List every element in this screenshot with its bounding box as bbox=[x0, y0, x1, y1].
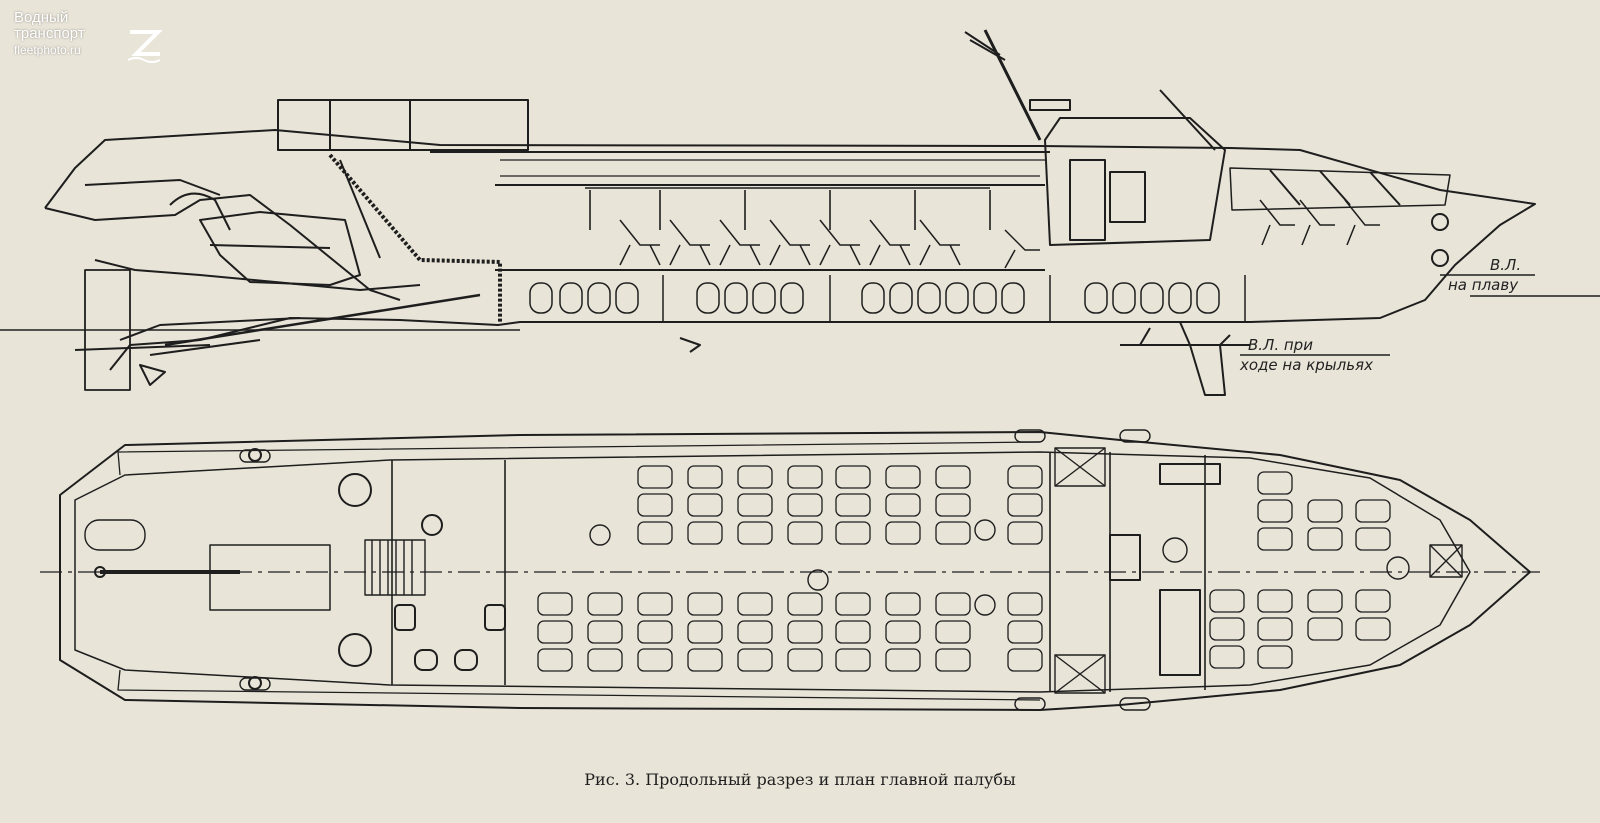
seat bbox=[637, 620, 673, 644]
seat bbox=[687, 592, 723, 616]
seat bbox=[885, 592, 921, 616]
longitudinal-section bbox=[0, 29, 1600, 396]
seat bbox=[1355, 589, 1391, 613]
seat bbox=[935, 648, 971, 672]
seat bbox=[885, 648, 921, 672]
seat bbox=[1355, 527, 1391, 551]
seat bbox=[835, 648, 871, 672]
seat bbox=[687, 521, 723, 545]
seat bbox=[1007, 592, 1043, 616]
seat bbox=[1007, 521, 1043, 545]
seat bbox=[1209, 645, 1245, 669]
seat bbox=[1007, 620, 1043, 644]
seat bbox=[1007, 648, 1043, 672]
seat bbox=[537, 648, 573, 672]
seat bbox=[687, 493, 723, 517]
seat bbox=[835, 493, 871, 517]
passenger-seats bbox=[537, 465, 1391, 672]
seat bbox=[1257, 499, 1293, 523]
seat bbox=[637, 493, 673, 517]
seat bbox=[1355, 499, 1391, 523]
seat bbox=[935, 521, 971, 545]
seat bbox=[935, 465, 971, 489]
watermark-line-1: Водный bbox=[14, 9, 69, 26]
seat bbox=[687, 465, 723, 489]
seat bbox=[935, 592, 971, 616]
seat bbox=[1355, 617, 1391, 641]
seat bbox=[1209, 617, 1245, 641]
seat bbox=[687, 648, 723, 672]
waterline-foils-label-1: В.Л. при bbox=[1248, 336, 1313, 354]
seat bbox=[787, 648, 823, 672]
seat bbox=[1257, 617, 1293, 641]
seat bbox=[935, 620, 971, 644]
seat bbox=[637, 592, 673, 616]
seat bbox=[637, 521, 673, 545]
seat bbox=[1257, 589, 1293, 613]
seat bbox=[687, 620, 723, 644]
waterline-afloat-label-1: В.Л. bbox=[1490, 256, 1522, 274]
seat bbox=[1007, 493, 1043, 517]
seat bbox=[737, 493, 773, 517]
seat bbox=[1257, 645, 1293, 669]
seat bbox=[737, 648, 773, 672]
seat bbox=[587, 592, 623, 616]
seat bbox=[885, 620, 921, 644]
watermark: Водный транспорт fleetphoto.ru bbox=[14, 9, 162, 63]
waterline-afloat-label-2: на плаву bbox=[1448, 276, 1519, 294]
seat bbox=[835, 521, 871, 545]
seat bbox=[787, 521, 823, 545]
seat bbox=[787, 620, 823, 644]
seat bbox=[1007, 465, 1043, 489]
seat bbox=[885, 493, 921, 517]
watermark-line-3: fleetphoto.ru bbox=[14, 43, 81, 57]
seat bbox=[737, 521, 773, 545]
seat bbox=[537, 592, 573, 616]
seat bbox=[935, 493, 971, 517]
seat bbox=[1307, 589, 1343, 613]
seat bbox=[835, 465, 871, 489]
seat bbox=[787, 592, 823, 616]
seat bbox=[787, 493, 823, 517]
seat bbox=[587, 620, 623, 644]
seat bbox=[637, 465, 673, 489]
seat bbox=[885, 521, 921, 545]
deck-plan bbox=[40, 429, 1540, 711]
seat bbox=[1307, 527, 1343, 551]
seat bbox=[1209, 589, 1245, 613]
seat bbox=[1307, 617, 1343, 641]
seat bbox=[1307, 499, 1343, 523]
seat bbox=[737, 620, 773, 644]
seat bbox=[587, 648, 623, 672]
watermark-logo-icon bbox=[127, 30, 162, 63]
seat bbox=[1257, 471, 1293, 495]
seat bbox=[835, 620, 871, 644]
seat bbox=[737, 465, 773, 489]
seat bbox=[737, 592, 773, 616]
seat bbox=[1257, 527, 1293, 551]
figure-caption: Рис. 3. Продольный разрез и план главной… bbox=[584, 770, 1016, 789]
watermark-line-2: транспорт bbox=[14, 25, 85, 42]
portholes-row bbox=[529, 282, 1220, 314]
seat bbox=[885, 465, 921, 489]
seat bbox=[637, 648, 673, 672]
seat bbox=[537, 620, 573, 644]
seat bbox=[835, 592, 871, 616]
seat bbox=[787, 465, 823, 489]
waterline-foils-label-2: ходе на крыльях bbox=[1240, 356, 1373, 374]
